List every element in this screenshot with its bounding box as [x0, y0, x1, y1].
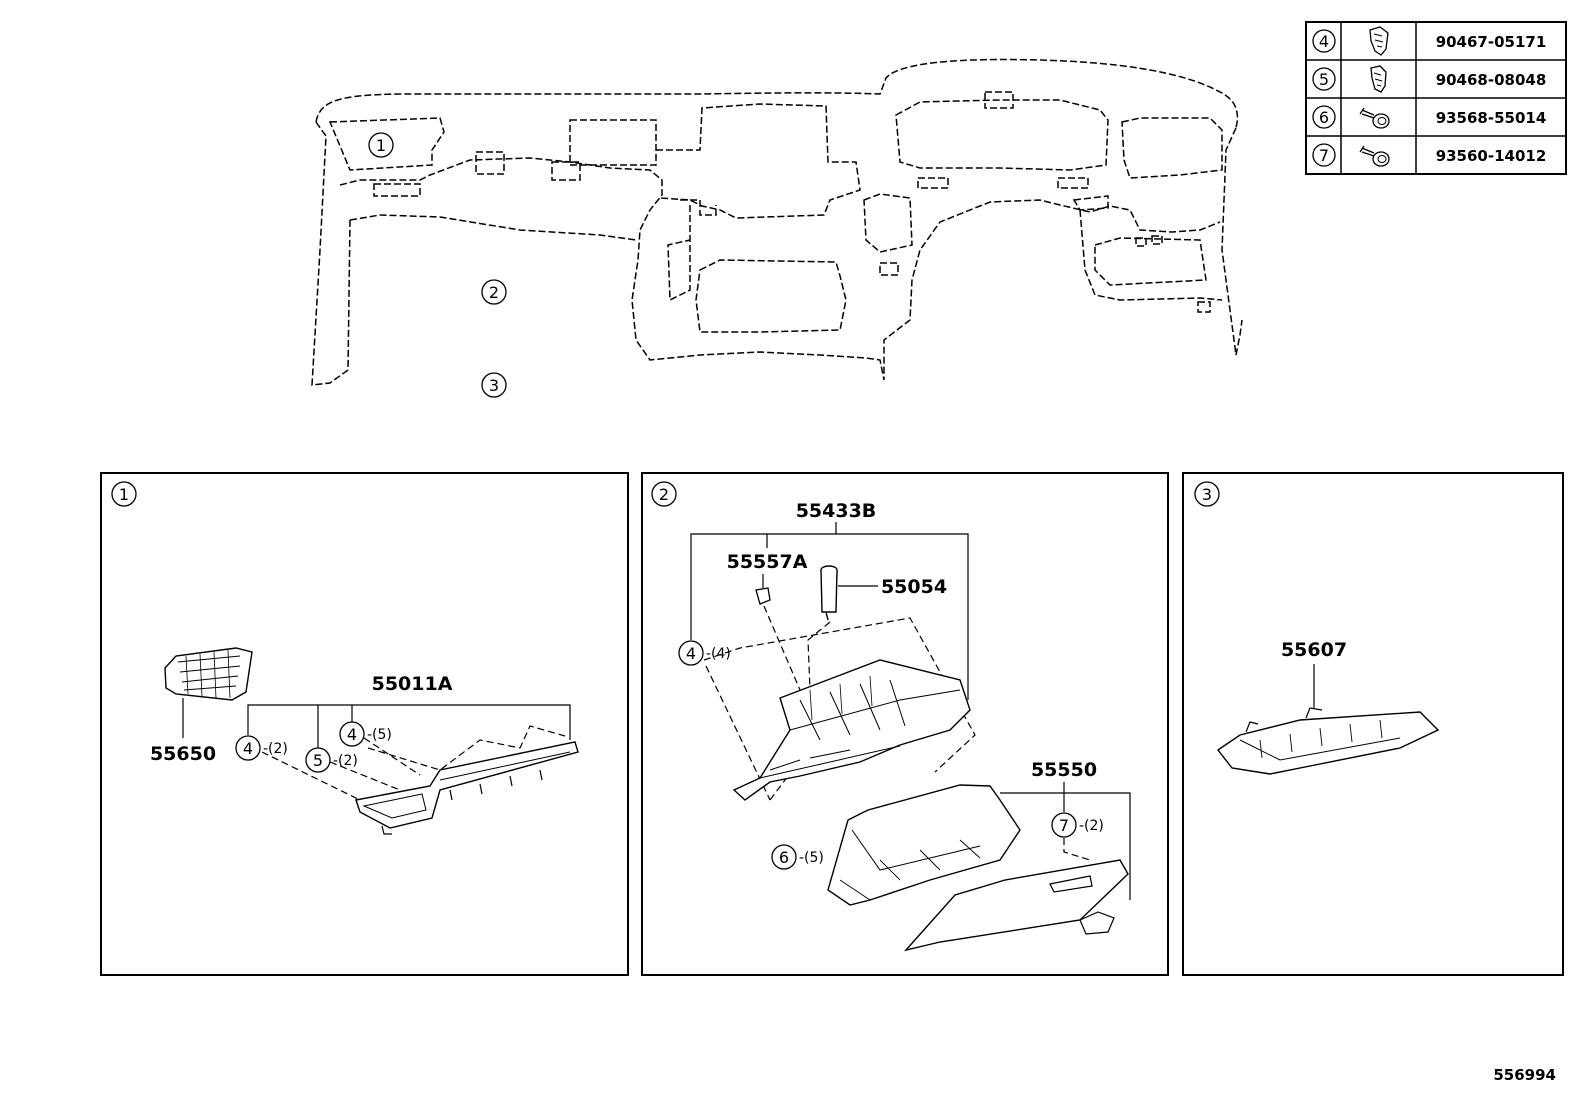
damper-part — [820, 565, 838, 621]
clip-icon — [1370, 65, 1387, 93]
panel-id: 1 — [119, 485, 129, 504]
part-label-vent: 55650 — [150, 743, 216, 765]
callout-qty: -(2) — [333, 753, 358, 769]
callout-qty: -(2) — [263, 741, 288, 757]
part-label-damper: 55054 — [881, 576, 947, 598]
overview-callouts: 1 2 3 — [368, 132, 507, 398]
callout-qty: -(2) — [1079, 818, 1104, 834]
side-vent-part — [164, 647, 253, 701]
callout-qty: -(5) — [799, 850, 824, 866]
legend-part-number: 90467-05171 — [1436, 33, 1547, 51]
legend-num: 6 — [1319, 108, 1329, 127]
panel-id: 3 — [1202, 485, 1212, 504]
legend-row: 5 90468-08048 — [1312, 65, 1547, 93]
callout-4: 4 — [243, 739, 253, 758]
glovebox-bin-part — [827, 784, 1021, 906]
callout-qty: -(4) — [706, 646, 731, 662]
legend-num: 4 — [1319, 32, 1329, 51]
legend-part-number: 93568-55014 — [1436, 109, 1547, 127]
part-label-panel: 55011A — [372, 673, 453, 695]
screw-icon — [1359, 107, 1390, 129]
overview-callout-2: 2 — [489, 283, 499, 302]
glovebox-housing-part — [732, 659, 971, 801]
dashboard-overview-outline — [311, 58, 1243, 386]
legend-row: 4 90467-05171 — [1312, 26, 1547, 56]
glovebox-door-part — [904, 859, 1129, 952]
part-label-cover: 55607 — [1281, 639, 1347, 661]
detail-panel-3: 3 55607 — [1182, 472, 1564, 976]
callout-7: 7 — [1059, 816, 1069, 835]
callout-5: 5 — [313, 751, 323, 770]
legend-part-number: 93560-14012 — [1436, 147, 1547, 165]
detail-panel-1: 1 55650 55011A 4 — [100, 472, 629, 976]
legend-part-number: 90468-08048 — [1436, 71, 1547, 89]
legend-row: 6 93568-55014 — [1312, 105, 1547, 129]
lamp-socket-part — [755, 587, 771, 605]
detail-panel-2: 2 55433B 55557A 55054 — [641, 472, 1169, 976]
part-label-box: 55550 — [1031, 759, 1097, 781]
callout-4: 4 — [686, 644, 696, 663]
legend-num: 5 — [1319, 70, 1329, 89]
legend-num: 7 — [1319, 146, 1329, 165]
lower-cover-part — [1216, 707, 1440, 775]
callout-qty: -(5) — [367, 727, 392, 743]
overview-callout-3: 3 — [489, 376, 499, 395]
trim-panel-part — [355, 741, 579, 835]
callout-6: 6 — [779, 848, 789, 867]
legend-row: 7 93560-14012 — [1312, 143, 1547, 167]
diagram-id: 556994 — [1493, 1066, 1556, 1084]
part-label-housing: 55433B — [796, 500, 877, 522]
panel-id: 2 — [659, 485, 669, 504]
part-label-lamp: 55557A — [727, 551, 808, 573]
overview-callout-1: 1 — [376, 136, 386, 155]
callout-4: 4 — [347, 725, 357, 744]
fastener-legend-table: 4 90467-05171 5 90468-08048 6 9 — [1305, 21, 1567, 175]
screw-icon — [1359, 145, 1390, 167]
clip-icon — [1369, 26, 1389, 56]
